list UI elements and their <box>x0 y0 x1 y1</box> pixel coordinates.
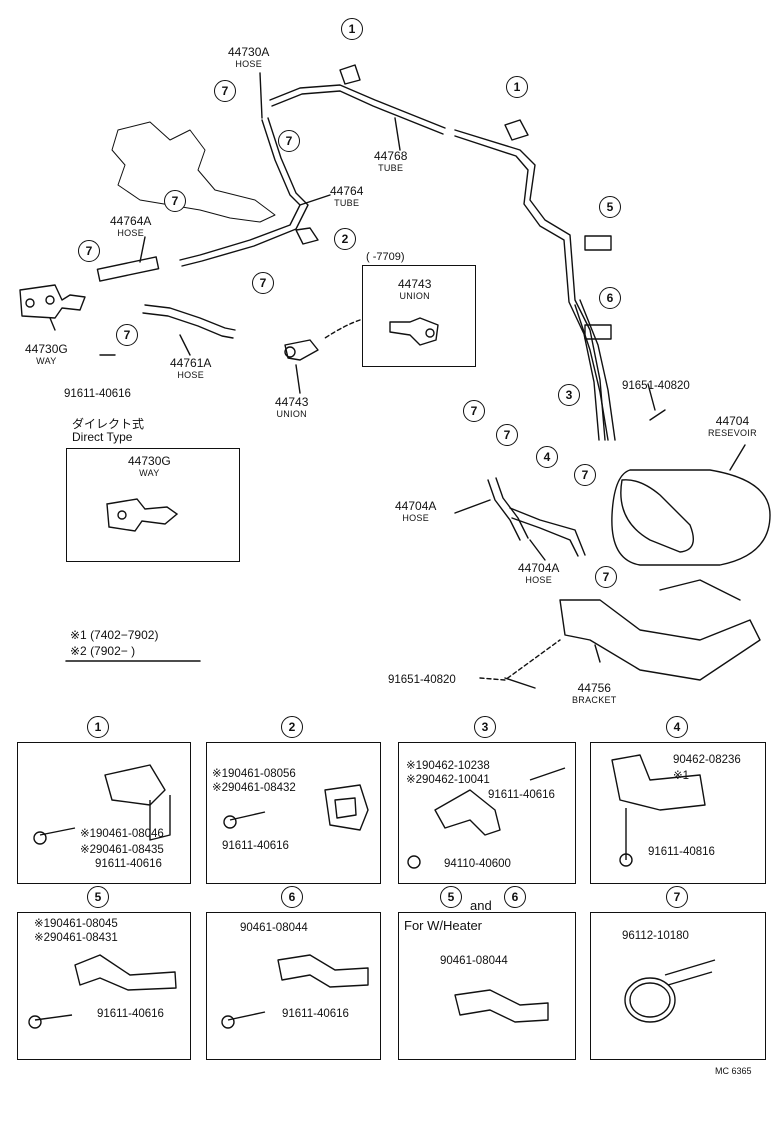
detail-box-3 <box>398 742 576 884</box>
detail-56-callout-6: 6 <box>504 886 526 908</box>
detail-56-a: 90461-08044 <box>440 955 508 967</box>
detail-box-2 <box>206 742 381 884</box>
callout-7-low: 7 <box>116 324 138 346</box>
detail-7-a: 96112-10180 <box>622 930 689 942</box>
detail-5-b: ※290461-08431 <box>34 932 118 944</box>
detail-4-c: 91611-40816 <box>648 846 715 858</box>
direct-type-en: Direct Type <box>72 430 133 444</box>
detail-3-d: 94110-40600 <box>444 858 511 870</box>
callout-7-d: 7 <box>595 566 617 588</box>
detail-1-c: 91611-40616 <box>95 858 162 870</box>
callout-7-tube: 7 <box>278 130 300 152</box>
label-91611-40616: 91611-40616 <box>64 388 131 400</box>
detail-7-callout: 7 <box>666 886 688 908</box>
detail-box-4 <box>590 742 766 884</box>
detail-5-a: ※190461-08045 <box>34 918 118 930</box>
callout-7-c: 7 <box>574 464 596 486</box>
diagram-code: MC 6365 <box>715 1066 752 1076</box>
callout-5: 5 <box>599 196 621 218</box>
callout-7-hose: 7 <box>214 80 236 102</box>
callout-6: 6 <box>599 287 621 309</box>
callout-7-left: 7 <box>164 190 186 212</box>
union-inset-range: ( -7709) <box>366 251 405 263</box>
detail-6-callout: 6 <box>281 886 303 908</box>
callout-7-way: 7 <box>78 240 100 262</box>
detail-box-7 <box>590 912 766 1060</box>
detail-56-heater: For W/Heater <box>404 918 483 933</box>
detail-box-6 <box>206 912 381 1060</box>
detail-4-a: 90462-08236 <box>673 754 741 766</box>
detail-1-callout: 1 <box>87 716 109 738</box>
detail-6-b: 91611-40616 <box>282 1008 349 1020</box>
callout-3: 3 <box>558 384 580 406</box>
note-1: ※1 (7402−7902) <box>70 628 159 642</box>
detail-56-and: and <box>470 898 492 913</box>
detail-4-b: ※1 <box>673 770 690 782</box>
detail-box-1 <box>17 742 191 884</box>
detail-56-callout-5: 5 <box>440 886 462 908</box>
detail-6-a: 90461-08044 <box>240 922 308 934</box>
label-91651-40820-bottom: 91651-40820 <box>388 674 456 686</box>
callout-7-b: 7 <box>496 424 518 446</box>
detail-3-b: ※290462-10041 <box>406 774 490 786</box>
detail-1-b: ※290461-08435 <box>80 844 164 856</box>
detail-3-callout: 3 <box>474 716 496 738</box>
detail-2-callout: 2 <box>281 716 303 738</box>
note-2: ※2 (7902− ) <box>70 644 136 658</box>
callout-7-hose2: 7 <box>252 272 274 294</box>
direct-type-box <box>66 448 240 562</box>
detail-box-56 <box>398 912 576 1060</box>
callout-4: 4 <box>536 446 558 468</box>
detail-2-b: ※290461-08432 <box>212 782 296 794</box>
label-91651-40820-top: 91651-40820 <box>622 380 690 392</box>
detail-5-c: 91611-40616 <box>97 1008 164 1020</box>
detail-3-c: 91611-40616 <box>488 789 555 801</box>
detail-2-a: ※190461-08056 <box>212 768 296 780</box>
detail-5-callout: 5 <box>87 886 109 908</box>
callout-1-top: 1 <box>341 18 363 40</box>
detail-1-a: ※190461-08046 <box>80 828 164 840</box>
union-inset-box <box>362 265 476 367</box>
direct-type-jp: ダイレクト式 <box>72 417 145 431</box>
detail-2-c: 91611-40616 <box>222 840 289 852</box>
callout-1-right: 1 <box>506 76 528 98</box>
detail-box-5 <box>17 912 191 1060</box>
callout-2: 2 <box>334 228 356 250</box>
detail-3-a: ※190462-10238 <box>406 760 490 772</box>
detail-4-callout: 4 <box>666 716 688 738</box>
callout-7-a: 7 <box>463 400 485 422</box>
